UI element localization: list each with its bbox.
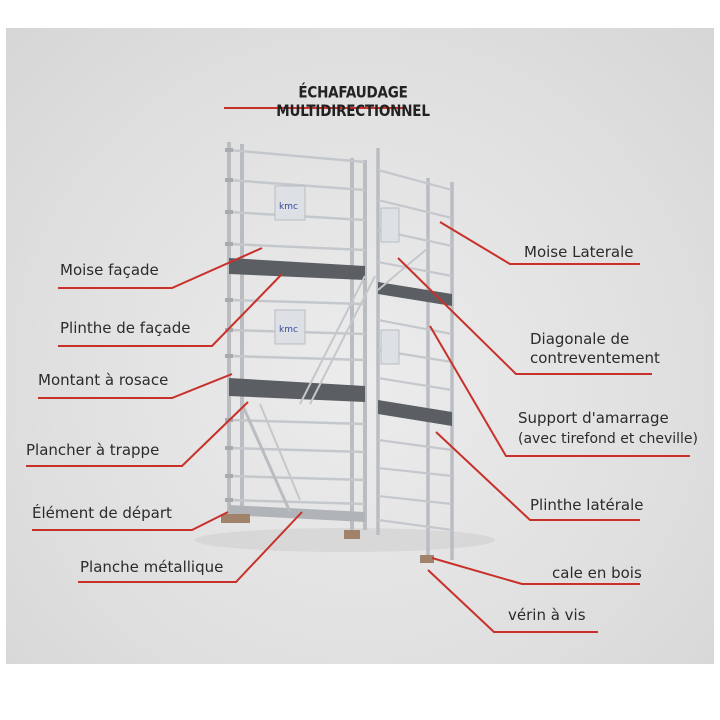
kmc-logo-board: [274, 185, 306, 221]
base-block: [234, 514, 250, 523]
diagram-title: ÉCHAFAUDAGE MULTIDIRECTIONNEL: [276, 83, 430, 121]
diagonal-brace: [377, 247, 429, 291]
deck-upper: [229, 258, 365, 280]
leader-plancher-trappe: [26, 401, 249, 467]
label-cale-bois: cale en bois: [552, 564, 642, 582]
base-block: [221, 514, 237, 523]
leader-planche-metallique: [78, 511, 303, 583]
leader-montant-rosace: [38, 373, 233, 399]
side-face: [376, 148, 454, 563]
label-planche-metallique: Planche métallique: [80, 558, 224, 576]
kmc-logo-board: [274, 309, 306, 345]
label-plinthe-facade: Plinthe de façade: [60, 319, 191, 337]
leader-moise-laterale: [439, 221, 640, 265]
leader-element-depart: [32, 511, 229, 531]
ladder-rail: [309, 275, 376, 405]
leader-moise-facade: [58, 247, 263, 289]
label-moise-laterale: Moise Laterale: [524, 243, 634, 261]
deck-side-lower: [378, 400, 452, 426]
base-block: [344, 530, 360, 539]
label-plancher-trappe: Plancher à trappe: [26, 441, 160, 459]
leader-lines: [26, 221, 690, 633]
diagonal-brace: [259, 403, 301, 501]
kmc-logo-board: [380, 207, 400, 243]
label-diagonale-line1: Diagonale de: [530, 330, 630, 348]
label-element-depart: Élément de départ: [32, 504, 172, 522]
leader-diagonale: [397, 257, 652, 375]
front-face: kmc kmc: [221, 142, 376, 539]
kmc-logo: kmc: [279, 202, 298, 212]
label-verin-vis: vérin à vis: [508, 606, 586, 624]
kmc-logo: kmc: [279, 325, 298, 335]
leader-plinthe-facade: [58, 273, 283, 347]
kmc-logo-board: [380, 329, 400, 365]
label-montant-rosace: Montant à rosace: [38, 371, 169, 389]
label-diagonale-line2: contreventement: [530, 349, 660, 367]
label-support-line1: Support d'amarrage: [518, 409, 669, 427]
label-moise-facade: Moise façade: [60, 261, 159, 279]
deck-lower: [229, 378, 365, 402]
deck-side-upper: [378, 282, 452, 306]
leader-plinthe-laterale: [435, 431, 640, 521]
base-plank: [229, 505, 365, 522]
leader-cale-bois: [431, 557, 640, 585]
label-plinthe-laterale: Plinthe latérale: [530, 496, 644, 514]
label-support-line2: (avec tirefond et cheville): [518, 431, 698, 447]
diagonal-brace: [240, 403, 292, 513]
leader-support: [429, 325, 690, 457]
leader-verin-vis: [427, 569, 598, 633]
ladder-rail: [299, 275, 366, 405]
wood-block: [420, 555, 434, 563]
